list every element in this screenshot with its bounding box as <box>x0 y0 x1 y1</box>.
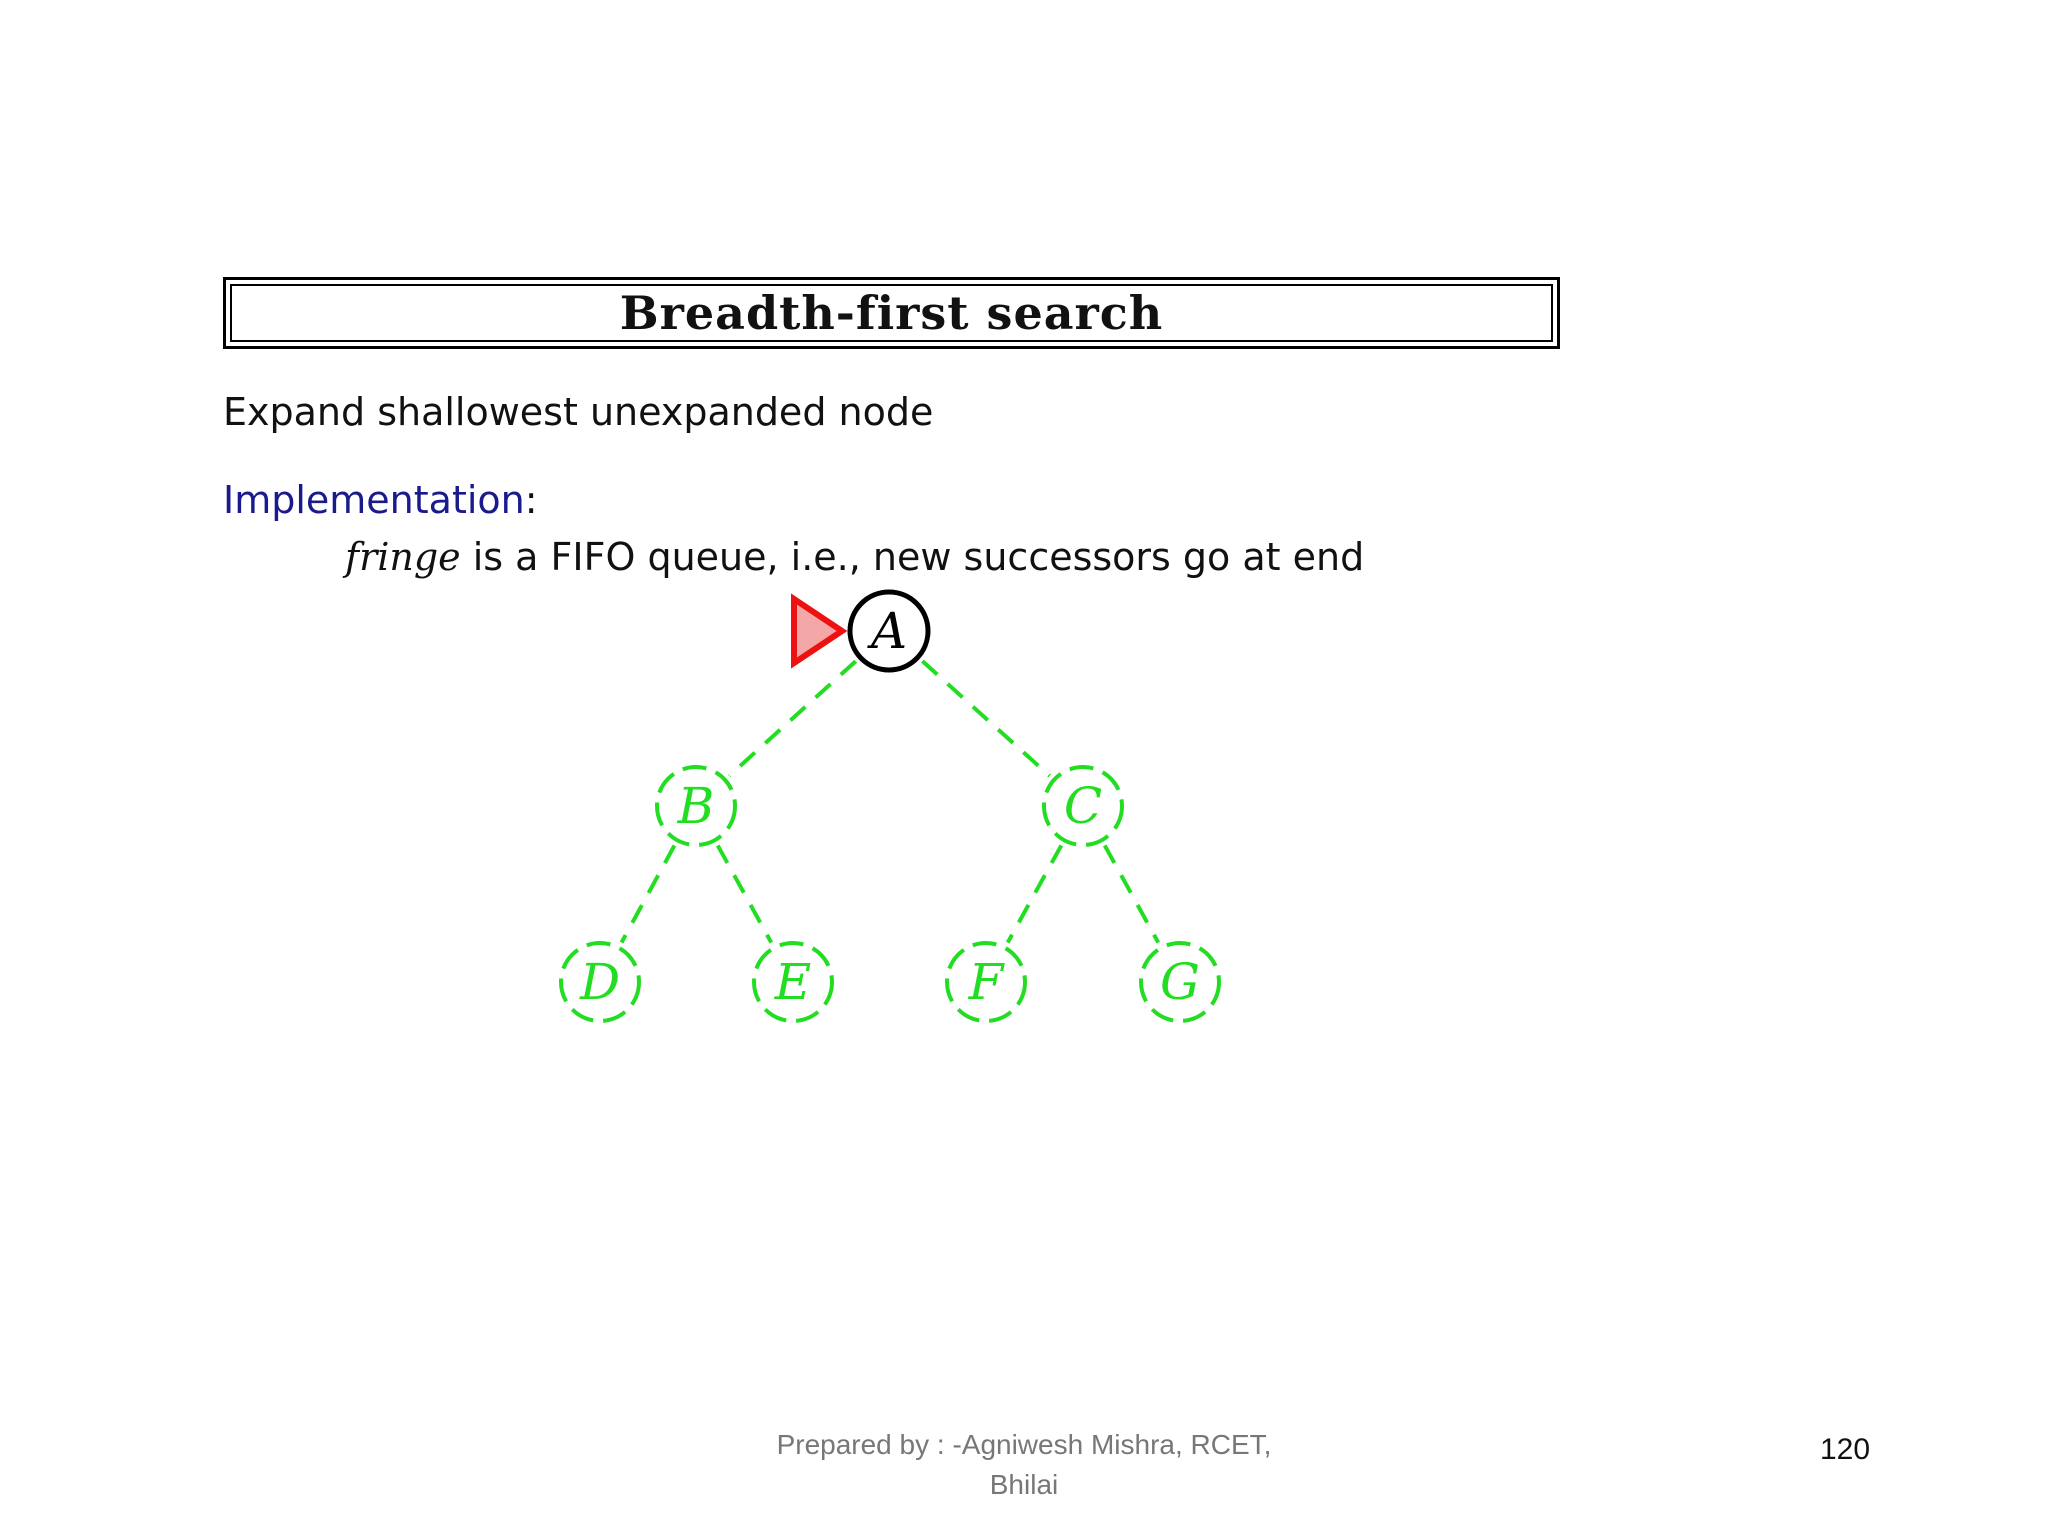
page-number: 120 <box>1820 1433 1871 1466</box>
node-label-D: D <box>579 953 620 1011</box>
bullet-expand: Expand shallowest unexpanded node <box>223 390 934 434</box>
node-circle-C <box>1042 765 1124 847</box>
fringe-word: fringe <box>345 535 461 579</box>
tree-node-G: G <box>1139 941 1221 1023</box>
tree-node-F: F <box>945 941 1027 1023</box>
node-label-B: B <box>677 777 715 835</box>
node-label-G: G <box>1160 953 1200 1011</box>
title-box: Breadth-first search <box>223 277 1560 349</box>
node-label-C: C <box>1064 777 1102 835</box>
slide-title: Breadth-first search <box>619 286 1164 340</box>
node-circle-F <box>945 941 1027 1023</box>
implementation-colon: : <box>524 478 538 522</box>
edge-A-C <box>921 659 1051 778</box>
tree-node-E: E <box>752 941 834 1023</box>
edge-C-G <box>1102 844 1161 944</box>
footer-credit: Prepared by : -Agniwesh Mishra, RCET, Bh… <box>640 1425 1408 1505</box>
node-label-E: E <box>774 953 812 1011</box>
edge-B-D <box>619 844 677 944</box>
node-circle-E <box>752 941 834 1023</box>
edge-C-F <box>1005 844 1064 944</box>
tree-node-B: B <box>655 765 737 847</box>
title-frame: Breadth-first search <box>230 284 1553 342</box>
node-circle-A <box>847 589 931 673</box>
fringe-marker-icon <box>791 593 848 669</box>
node-circle-D <box>559 941 641 1023</box>
node-circle-B <box>655 765 737 847</box>
implementation-heading: Implementation: <box>223 478 538 522</box>
footer-line-1: Prepared by : -Agniwesh Mishra, RCET, <box>776 1429 1272 1460</box>
node-circle-G <box>1139 941 1221 1023</box>
edge-B-E <box>715 844 774 944</box>
tree-node-C: C <box>1042 765 1124 847</box>
fringe-text: is a FIFO queue, i.e., new successors go… <box>460 535 1365 579</box>
implementation-label: Implementation <box>223 478 525 522</box>
node-label-A: A <box>867 602 907 660</box>
node-label-F: F <box>968 953 1006 1011</box>
edge-A-B <box>727 659 858 778</box>
tree-node-A: A <box>847 589 931 673</box>
footer-line-2: Bhilai <box>989 1469 1059 1500</box>
fringe-description: fringe is a FIFO queue, i.e., new succes… <box>345 535 1364 579</box>
tree-node-D: D <box>559 941 641 1023</box>
